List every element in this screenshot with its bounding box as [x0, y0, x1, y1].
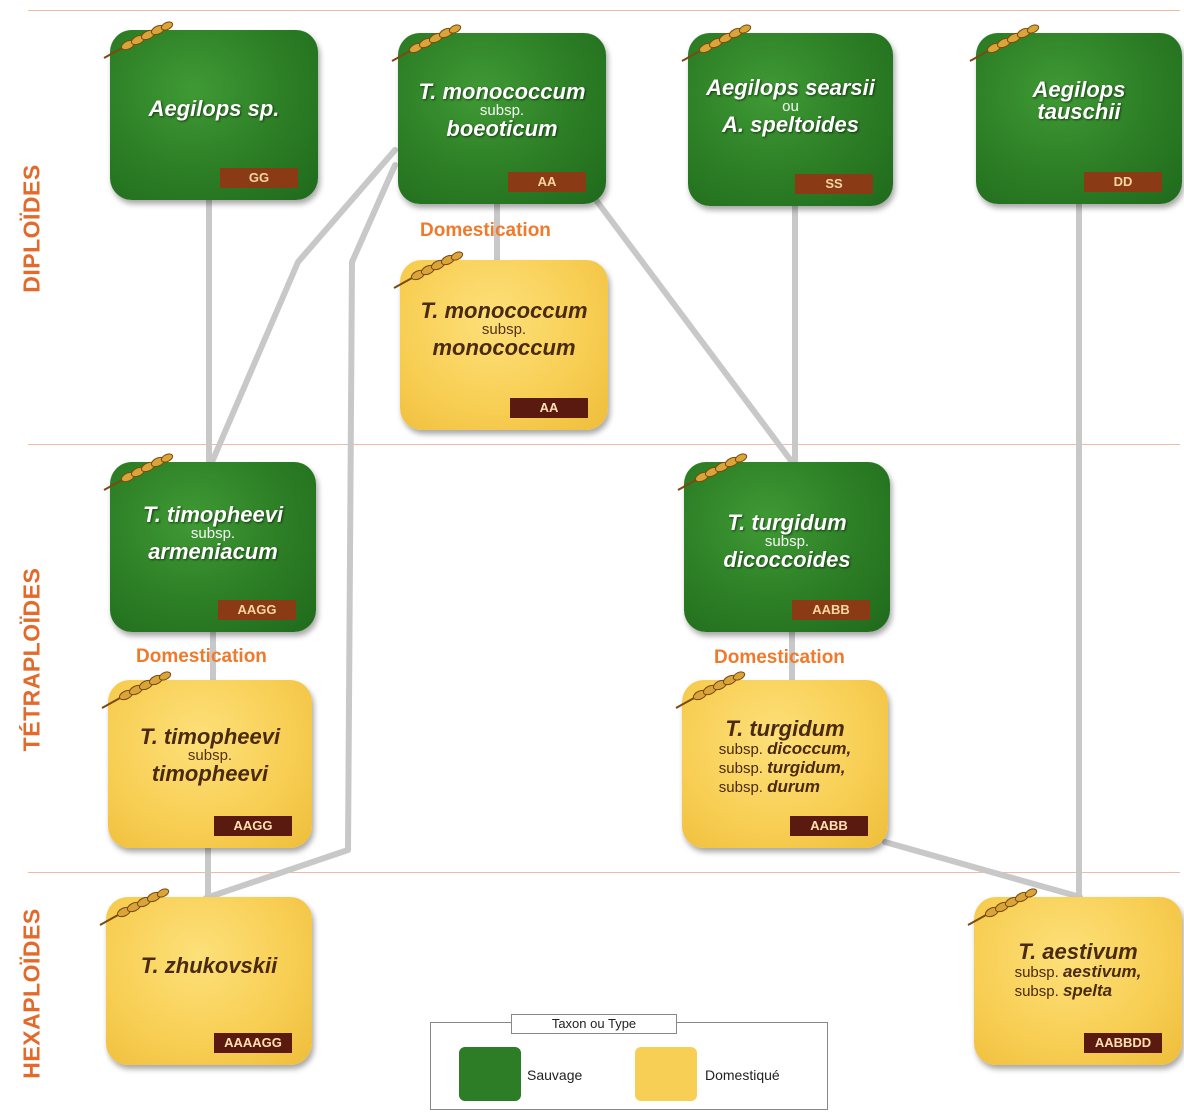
genome-badge: DD — [1084, 172, 1162, 192]
wheat-ear-icon — [101, 671, 172, 709]
node-subspecies-list: subsp. dicoccum, subsp. turgidum, subsp.… — [719, 740, 851, 797]
node-subname: monococcum — [432, 335, 576, 360]
node-name: Aegilops — [1032, 77, 1126, 102]
node-monococcum-monococcum: T. monococcum subsp. monococcum AA — [393, 251, 608, 430]
wheat-ear-icon — [103, 453, 174, 491]
subspecies-line: subsp. turgidum, — [718, 758, 846, 778]
divider-tetraploid-hexaploid — [28, 872, 1180, 873]
node-aegilops-searsii: Aegilops searsii ou A. speltoides SS — [681, 24, 893, 206]
node-name: T. timopheevi — [142, 502, 284, 527]
legend-label-wild: Sauvage — [527, 1067, 583, 1083]
subspecies-line: subsp. spelta — [1014, 981, 1113, 1001]
wheat-ear-icon — [391, 24, 462, 62]
genome-badge: AABB — [790, 816, 868, 836]
genome-badge: AABBDD — [1084, 1033, 1162, 1053]
wheat-ear-icon — [969, 24, 1040, 62]
divider-diploid-tetraploid — [28, 444, 1180, 445]
link-turgidum-to-aestivum — [882, 839, 1083, 900]
node-subspecies-list: subsp. aestivum, subsp. spelta — [1015, 963, 1142, 1001]
node-aegilops-tauschii: Aegilops tauschii DD — [969, 24, 1182, 204]
node-subname: armeniacum — [148, 539, 278, 564]
link-boeoticum-to-zhukovskii — [203, 162, 398, 901]
node-aestivum: T. aestivum subsp. aestivum, subsp. spel… — [967, 888, 1182, 1065]
wheat-ear-icon — [99, 888, 170, 926]
genome-badge: GG — [220, 168, 298, 188]
genome-badge: AAAAGG — [214, 1033, 292, 1053]
node-aegilops-sp: Aegilops sp. GG — [103, 21, 318, 200]
legend-swatch-domesticated — [635, 1047, 697, 1101]
genome-badge: AABB — [792, 600, 870, 620]
subspecies-line: subsp. dicoccum, — [718, 739, 852, 759]
genome-badge: AA — [508, 172, 586, 192]
node-subname: boeoticum — [446, 116, 558, 141]
legend: Taxon ou Type Sauvage Domestiqué — [430, 1014, 828, 1110]
node-name: T. timopheevi — [139, 724, 281, 749]
domestication-label-turgidum: Domestication — [714, 647, 845, 668]
legend-label-domesticated: Domestiqué — [705, 1067, 780, 1083]
domestication-label-monococcum: Domestication — [420, 220, 551, 241]
node-timopheevi-armeniacum: T. timopheevi subsp. armeniacum AAGG — [103, 453, 316, 632]
node-name: T. monococcum — [418, 79, 586, 104]
wheat-ear-icon — [967, 888, 1038, 926]
node-zhukovskii: T. zhukovskii AAAAGG — [99, 888, 312, 1065]
link-boeoticum-to-turg-dicoccoides — [593, 197, 795, 465]
link-boeoticum-to-timo-armeniacum — [209, 147, 398, 465]
subspecies-line: subsp. durum — [718, 777, 821, 797]
node-rank: subsp. — [479, 102, 525, 119]
node-turgidum-dicoccoides: T. turgidum subsp. dicoccoides AABB — [677, 453, 890, 632]
wheat-ear-icon — [677, 453, 748, 491]
wheat-ear-icon — [103, 21, 174, 59]
node-turgidum-domesticated: T. turgidum subsp. dicoccum, subsp. turg… — [675, 671, 888, 848]
wheat-ear-icon — [681, 24, 752, 62]
node-monococcum-boeoticum: T. monococcum subsp. boeoticum AA — [391, 24, 606, 204]
node-subname: A. speltoides — [722, 112, 859, 137]
node-name: T. monococcum — [420, 298, 588, 323]
node-rank: subsp. — [190, 525, 236, 542]
node-name: Aegilops sp. — [148, 96, 280, 121]
node-name: T. turgidum — [725, 716, 845, 741]
node-name: T. aestivum — [1018, 939, 1138, 964]
node-name: Aegilops searsii — [706, 75, 875, 100]
legend-swatch-wild — [459, 1047, 521, 1101]
genome-badge: AAGG — [214, 816, 292, 836]
wheat-ear-icon — [675, 671, 746, 709]
node-subname: dicoccoides — [723, 547, 851, 572]
node-or: ou — [782, 98, 799, 115]
wheat-ear-icon — [393, 251, 464, 289]
subspecies-line: subsp. aestivum, — [1014, 962, 1142, 982]
node-name: T. zhukovskii — [140, 953, 278, 978]
domestication-label-timopheevi: Domestication — [136, 646, 267, 667]
node-subname: tauschii — [1037, 99, 1121, 124]
genome-badge: SS — [795, 174, 873, 194]
node-timopheevi-timopheevi: T. timopheevi subsp. timopheevi AAGG — [101, 671, 312, 848]
genome-badge: AAGG — [218, 600, 296, 620]
node-subname: timopheevi — [151, 761, 269, 786]
node-rank: subsp. — [187, 747, 233, 764]
divider-top — [28, 10, 1180, 11]
legend-title: Taxon ou Type — [511, 1014, 677, 1034]
node-rank: subsp. — [764, 533, 810, 550]
genome-badge: AA — [510, 398, 588, 418]
node-name: T. turgidum — [727, 510, 847, 535]
node-rank: subsp. — [481, 321, 527, 338]
